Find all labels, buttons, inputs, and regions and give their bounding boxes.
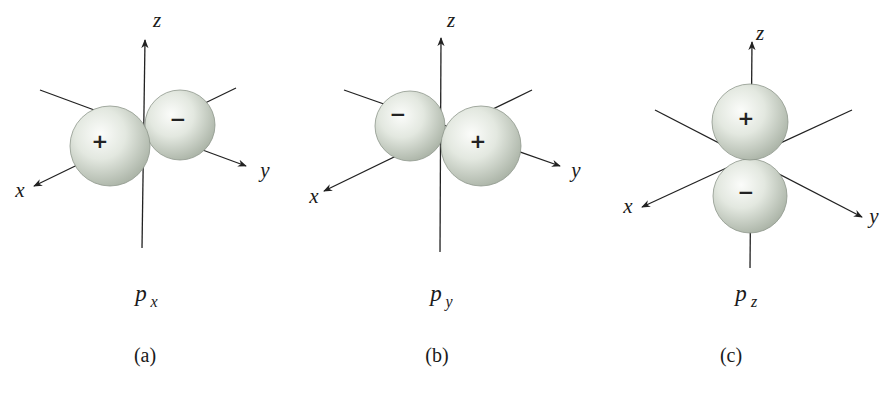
phase-sign: + <box>92 131 109 151</box>
orbital-lobe <box>712 84 788 160</box>
panel-label: (c) <box>720 345 742 365</box>
orbital-subscript: x <box>150 294 157 310</box>
axis-label: z <box>447 10 455 31</box>
phase-sign: − <box>170 109 187 129</box>
orbital-lobe <box>441 106 521 186</box>
phase-sign: − <box>738 182 755 202</box>
x-axis <box>34 88 236 186</box>
orbital-subscript: z <box>751 294 757 310</box>
axis-label: z <box>153 10 161 31</box>
axis-label: y <box>571 160 580 181</box>
orbital-lobe <box>713 159 787 233</box>
phase-sign: + <box>738 108 755 128</box>
orbital-lobe <box>145 90 215 160</box>
orbital-name: p <box>735 282 747 305</box>
phase-sign: + <box>470 131 487 151</box>
orbital-subscript: y <box>445 294 452 310</box>
axis-label: x <box>309 186 318 207</box>
orbital-name: p <box>135 282 147 305</box>
orbital-name: p <box>430 282 442 305</box>
orbital-lobe <box>70 106 150 186</box>
axis-label: y <box>260 160 269 181</box>
x-axis <box>324 90 532 191</box>
phase-sign: − <box>390 104 407 124</box>
axis-label: y <box>869 206 878 227</box>
panel-label: (a) <box>134 345 156 365</box>
axis-label: z <box>756 23 764 44</box>
orbital-lobe <box>375 91 445 161</box>
panel-label: (b) <box>425 345 448 365</box>
axis-label: x <box>623 196 632 217</box>
axis-label: x <box>15 180 24 201</box>
